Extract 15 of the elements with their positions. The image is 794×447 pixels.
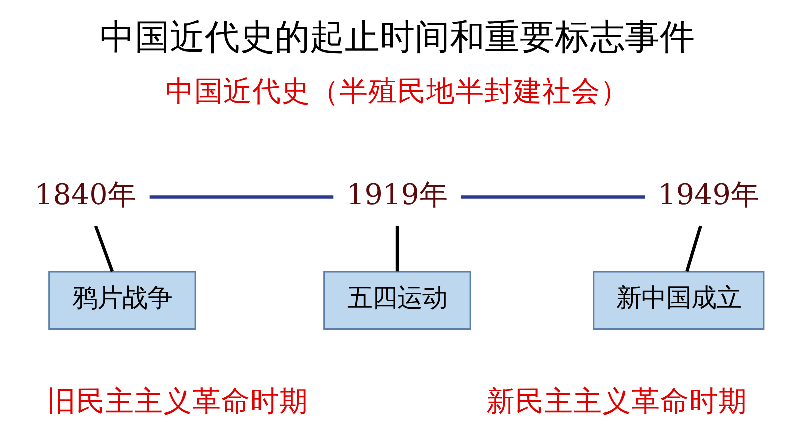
connector xyxy=(94,226,114,272)
label: 中国近代史（半殖民地半封建社会） xyxy=(165,74,629,108)
node-box: 新中国成立 xyxy=(592,271,764,330)
label: 新民主主义革命时期 xyxy=(486,384,747,418)
diagram-title: 中国近代史的起止时间和重要标志事件 xyxy=(100,18,694,58)
node-box: 鸦片战争 xyxy=(48,271,196,330)
connector xyxy=(685,226,702,272)
label: 旧民主主义革命时期 xyxy=(47,384,308,418)
connector xyxy=(460,196,645,199)
connector xyxy=(149,196,334,199)
node-text: 1949年 xyxy=(658,177,760,212)
node-text: 1919年 xyxy=(346,177,448,212)
node-text: 1840年 xyxy=(34,177,136,212)
connector xyxy=(395,226,399,272)
node-box: 五四运动 xyxy=(323,271,471,330)
